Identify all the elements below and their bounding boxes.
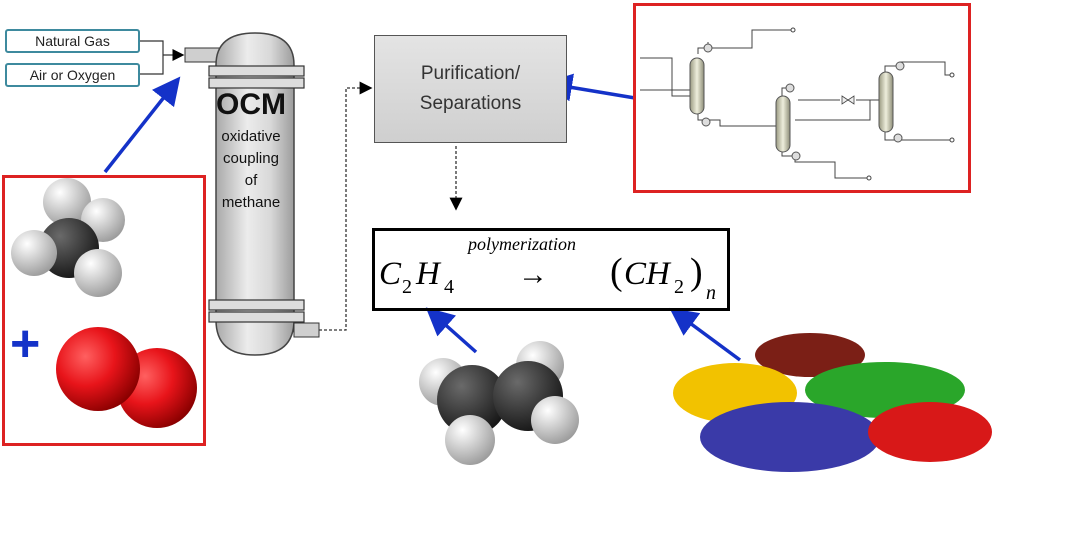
methane-molecule bbox=[11, 178, 125, 297]
natural-gas-input-label: Natural Gas bbox=[5, 29, 140, 53]
equation-over-arrow-label: polymerization bbox=[468, 234, 576, 254]
reaction-arrow: → bbox=[518, 258, 548, 291]
reactant-H: H bbox=[416, 256, 440, 292]
product-subscript-n: n bbox=[706, 282, 716, 304]
reactant-subscript-2: 2 bbox=[402, 276, 412, 298]
product-close-paren: ) bbox=[690, 251, 703, 293]
reactant-subscript-4: 4 bbox=[444, 276, 454, 298]
product-CH: CH bbox=[624, 256, 670, 292]
air-oxygen-input-label: Air or Oxygen bbox=[5, 63, 140, 87]
reactor-to-separation-dashed-line bbox=[319, 81, 373, 331]
feed-lines bbox=[140, 40, 185, 75]
purification-separations-box: Purification/ Separations bbox=[374, 35, 567, 143]
reactor-inlet-nozzle bbox=[184, 47, 221, 63]
reactants-box bbox=[2, 175, 206, 446]
reactant-C: C bbox=[379, 256, 402, 292]
reactor-line-2: coupling bbox=[223, 150, 279, 167]
reactor-line-3: of bbox=[244, 172, 258, 189]
plus-sign: + bbox=[10, 315, 41, 373]
oxygen-molecule bbox=[56, 327, 197, 428]
flowsheet-box bbox=[633, 3, 971, 193]
reactor-outlet-nozzle bbox=[293, 322, 320, 338]
reactor-line-1: oxidative bbox=[221, 128, 281, 145]
purification-label: Purification/ bbox=[420, 63, 521, 84]
flowsheet-columns bbox=[689, 27, 955, 181]
ocm-reactor-column bbox=[208, 32, 305, 356]
polymer-pellets bbox=[673, 333, 992, 472]
separations-label: Separations bbox=[419, 93, 522, 114]
reactor-title: OCM bbox=[216, 88, 286, 121]
polymerization-equation-box bbox=[372, 228, 730, 311]
product-subscript-2: 2 bbox=[674, 276, 684, 298]
reactor-line-4: methane bbox=[221, 194, 281, 211]
ethylene-molecule bbox=[419, 341, 579, 465]
product-open-paren: ( bbox=[610, 251, 623, 293]
